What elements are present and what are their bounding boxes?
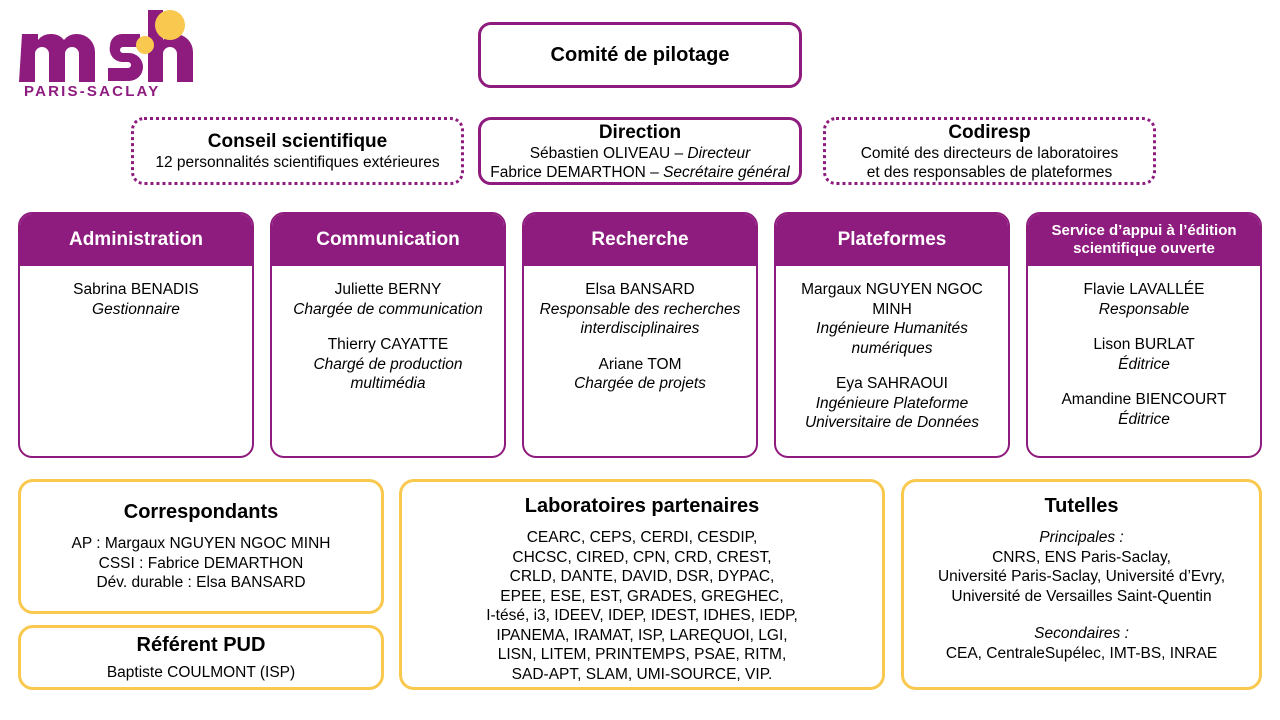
direction-title: Direction xyxy=(598,121,682,143)
logo-tagline-text: PARIS-SACLAY xyxy=(24,83,160,100)
department-plateformes-body: Margaux NGUYEN NGOC MINH Ingénieure Huma… xyxy=(776,266,1008,456)
department-service-appui-edition: Service d’appui à l’édition scientifique… xyxy=(1026,212,1262,458)
department-administration-body: Sabrina BENADIS Gestionnaire xyxy=(20,266,252,456)
lab-line: CEARC, CEPS, CERDI, CESDIP, xyxy=(526,529,758,546)
laboratoires-partenaires-title: Laboratoires partenaires xyxy=(524,495,760,517)
comite-de-pilotage-title: Comité de pilotage xyxy=(550,43,730,66)
direction-member-1-role: Directeur xyxy=(687,144,751,162)
person-entry: Eya SAHRAOUI Ingénieure Plateforme Unive… xyxy=(784,374,1000,433)
tutelles-group-secondaires: Secondaires : CEA, CentraleSupélec, IMT-… xyxy=(938,624,1225,663)
conseil-scientifique-subtitle: 12 personnalités scientifiques extérieur… xyxy=(155,154,440,171)
department-communication-body: Juliette BERNY Chargée de communication … xyxy=(272,266,504,456)
logo-graphic: PARIS-SACLAY xyxy=(19,10,193,100)
tutelles-group-label: Secondaires : xyxy=(1034,625,1129,642)
lab-line: EPEE, ESE, EST, GRADES, GREGHEC, xyxy=(500,587,784,605)
lab-line: LISN, LITEM, PRINTEMPS, PSAE, RITM, xyxy=(497,646,787,663)
correspondants-line: CSSI : Fabrice DEMARTHON xyxy=(98,554,304,572)
tutelle-line: CEA, CentraleSupélec, IMT-BS, INRAE xyxy=(945,644,1218,662)
referent-pud-title: Référent PUD xyxy=(136,633,266,656)
correspondants-box: Correspondants AP : Margaux NGUYEN NGOC … xyxy=(18,479,384,614)
correspondants-list: AP : Margaux NGUYEN NGOC MINH CSSI : Fab… xyxy=(72,534,331,593)
tutelles-group-label: Principales : xyxy=(1039,529,1124,546)
tutelle-line: CNRS, ENS Paris-Saclay, xyxy=(992,548,1171,566)
msh-paris-saclay-logo: PARIS-SACLAY xyxy=(12,8,202,100)
department-recherche: Recherche Elsa BANSARD Responsable des r… xyxy=(522,212,758,458)
person-role: Éditrice xyxy=(1118,410,1170,428)
person-entry: Margaux NGUYEN NGOC MINH Ingénieure Huma… xyxy=(784,280,1000,358)
lab-line: I-tésé, i3, IDEEV, IDEP, IDEST, IDHES, I… xyxy=(486,607,798,624)
laboratoires-partenaires-list: CEARC, CEPS, CERDI, CESDIP, CHCSC, CIRED… xyxy=(486,528,798,684)
department-recherche-body: Elsa BANSARD Responsable des recherches … xyxy=(524,266,756,456)
correspondants-line: AP : Margaux NGUYEN NGOC MINH xyxy=(71,535,331,553)
person-name: Eya SAHRAOUI xyxy=(836,375,948,392)
direction-member-2: Fabrice DEMARTHON – Secrétaire général xyxy=(490,163,790,182)
correspondants-line: Dév. durable : Elsa BANSARD xyxy=(96,574,306,592)
department-communication: Communication Juliette BERNY Chargée de … xyxy=(270,212,506,458)
lab-line: IPANEMA, IRAMAT, ISP, LAREQUOI, LGI, xyxy=(496,626,788,644)
department-recherche-header: Recherche xyxy=(524,214,756,266)
department-administration: Administration Sabrina BENADIS Gestionna… xyxy=(18,212,254,458)
lab-line: CRLD, DANTE, DAVID, DSR, DYPAC, xyxy=(509,568,775,585)
department-communication-header: Communication xyxy=(272,214,504,266)
tutelles-groups: Principales : CNRS, ENS Paris-Saclay, Un… xyxy=(938,528,1225,663)
person-entry: Juliette BERNY Chargée de communication xyxy=(280,280,496,319)
person-name: Sabrina BENADIS xyxy=(73,281,199,298)
department-plateformes-header: Plateformes xyxy=(776,214,1008,266)
direction-member-2-role: Secrétaire général xyxy=(663,163,790,181)
person-role: Ingénieure Plateforme Universitaire de D… xyxy=(804,394,980,432)
person-name: Ariane TOM xyxy=(598,355,682,373)
referent-pud-box: Référent PUD Baptiste COULMONT (ISP) xyxy=(18,625,384,690)
person-entry: Elsa BANSARD Responsable des recherches … xyxy=(532,280,748,339)
codiresp-title: Codiresp xyxy=(948,121,1031,143)
department-administration-header: Administration xyxy=(20,214,252,266)
person-name: Flavie LAVALLÉE xyxy=(1083,281,1205,298)
person-role: Responsable des recherches interdiscipli… xyxy=(539,300,741,338)
codiresp-box: Codiresp Comité des directeurs de labora… xyxy=(823,117,1156,185)
person-name: Elsa BANSARD xyxy=(585,281,695,298)
tutelle-line: Université de Versailles Saint-Quentin xyxy=(951,587,1212,605)
person-entry: Amandine BIENCOURT Éditrice xyxy=(1036,390,1252,429)
lab-line: CHCSC, CIRED, CPN, CRD, CREST, xyxy=(512,548,772,566)
tutelle-line: Université Paris-Saclay, Université d’Ev… xyxy=(937,568,1226,585)
person-name: Thierry CAYATTE xyxy=(327,336,449,353)
person-name: Amandine BIENCOURT xyxy=(1061,391,1227,408)
person-role: Gestionnaire xyxy=(92,300,180,318)
person-name: Lison BURLAT xyxy=(1093,336,1195,353)
person-entry: Thierry CAYATTE Chargé de production mul… xyxy=(280,335,496,394)
person-name: Juliette BERNY xyxy=(334,281,442,298)
conseil-scientifique-title: Conseil scientifique xyxy=(207,131,388,152)
direction-member-1-name: Sébastien OLIVEAU – xyxy=(529,144,688,162)
person-role: Ingénieure Humanités numériques xyxy=(816,320,968,357)
person-entry: Flavie LAVALLÉE Responsable xyxy=(1036,280,1252,319)
department-plateformes: Plateformes Margaux NGUYEN NGOC MINH Ing… xyxy=(774,212,1010,458)
department-service-appui-edition-header: Service d’appui à l’édition scientifique… xyxy=(1028,214,1260,266)
department-service-appui-edition-body: Flavie LAVALLÉE Responsable Lison BURLAT… xyxy=(1028,266,1260,456)
person-role: Chargée de projets xyxy=(574,375,706,392)
person-entry: Ariane TOM Chargée de projets xyxy=(532,355,748,394)
codiresp-subtitle-line-1: Comité des directeurs de laboratoires xyxy=(860,144,1119,162)
comite-de-pilotage-box: Comité de pilotage xyxy=(478,22,802,88)
person-name: Margaux NGUYEN NGOC MINH xyxy=(801,281,983,318)
direction-member-2-name: Fabrice DEMARTHON – xyxy=(490,163,664,181)
direction-member-1: Sébastien OLIVEAU – Directeur xyxy=(530,144,751,163)
logo-dot-large xyxy=(155,10,185,40)
lab-line: SAD-APT, SLAM, UMI-SOURCE, VIP. xyxy=(511,665,773,683)
laboratoires-partenaires-box: Laboratoires partenaires CEARC, CEPS, CE… xyxy=(399,479,885,690)
referent-pud-value: Baptiste COULMONT (ISP) xyxy=(106,663,296,681)
person-role: Responsable xyxy=(1098,300,1190,318)
codiresp-subtitle-line-2: et des responsables de plateformes xyxy=(866,163,1113,181)
tutelles-title: Tutelles xyxy=(1044,495,1119,517)
tutelles-box: Tutelles Principales : CNRS, ENS Paris-S… xyxy=(901,479,1262,690)
tutelles-group-principales: Principales : CNRS, ENS Paris-Saclay, Un… xyxy=(938,528,1225,606)
correspondants-title: Correspondants xyxy=(123,501,279,524)
conseil-scientifique-box: Conseil scientifique 12 personnalités sc… xyxy=(131,117,464,185)
person-role: Chargé de production multimédia xyxy=(313,355,463,393)
person-role: Chargée de communication xyxy=(293,300,483,318)
person-role: Éditrice xyxy=(1118,355,1170,373)
person-entry: Sabrina BENADIS Gestionnaire xyxy=(28,280,244,319)
person-entry: Lison BURLAT Éditrice xyxy=(1036,335,1252,374)
direction-box: Direction Sébastien OLIVEAU – Directeur … xyxy=(478,117,802,185)
logo-dot-small xyxy=(136,36,154,54)
